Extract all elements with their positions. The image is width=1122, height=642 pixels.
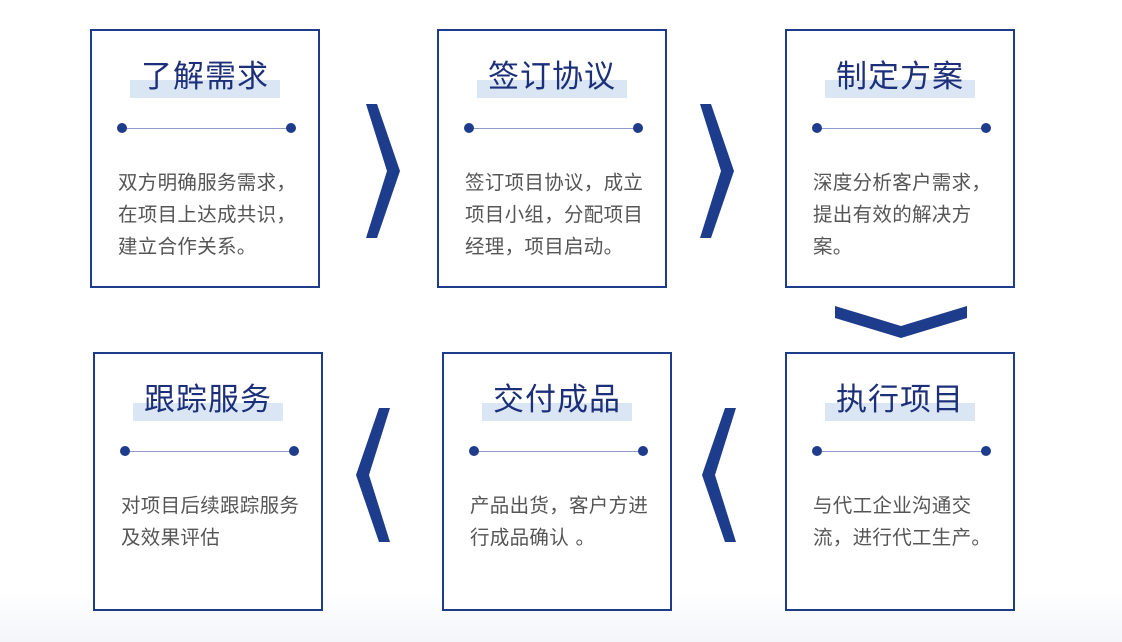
divider-dot-right [981, 446, 991, 456]
divider-dot-left [120, 446, 130, 456]
step-title: 签订协议 [488, 59, 616, 95]
step-title: 制定方案 [836, 59, 964, 95]
divider-line [125, 451, 295, 452]
step-description: 双方明确服务需求，在项目上达成共识，建立合作关系。 [118, 171, 297, 258]
step-description: 与代工企业沟通交流，进行代工生产。 [813, 494, 992, 549]
step-description: 产品出货，客户方进行成品确认 。 [470, 494, 649, 549]
divider-dot-left [812, 446, 822, 456]
chevron-right-icon [700, 104, 734, 238]
title-highlight [825, 403, 975, 421]
divider-line [817, 128, 987, 129]
step-title: 交付成品 [493, 382, 621, 418]
step-title-wrap: 执行项目 [787, 376, 1013, 424]
step-title-wrap: 签订协议 [439, 53, 665, 101]
chevron-left-icon [356, 408, 390, 542]
step-title: 跟踪服务 [144, 382, 272, 418]
divider-line [817, 451, 987, 452]
divider-dot-right [286, 123, 296, 133]
step-card-execute-project: 执行项目 与代工企业沟通交流，进行代工生产。 [785, 352, 1015, 611]
step-title-wrap: 跟踪服务 [95, 376, 321, 424]
step-title-wrap: 制定方案 [787, 53, 1013, 101]
step-card-understand-needs: 了解需求 双方明确服务需求，在项目上达成共识，建立合作关系。 [90, 29, 320, 288]
divider-dot-right [638, 446, 648, 456]
divider-line [122, 128, 292, 129]
step-card-make-plan: 制定方案 深度分析客户需求，提出有效的解决方案。 [785, 29, 1015, 288]
divider-line [469, 128, 639, 129]
step-card-sign-agreement: 签订协议 签订项目协议，成立项目小组，分配项目经理，项目启动。 [437, 29, 667, 288]
step-card-deliver-product: 交付成品 产品出货，客户方进行成品确认 。 [442, 352, 672, 611]
chevron-down-icon [835, 306, 967, 338]
step-card-track-service: 跟踪服务 对项目后续跟踪服务及效果评估 [93, 352, 323, 611]
title-highlight [825, 80, 975, 98]
chevron-left-icon [702, 408, 736, 542]
title-highlight [130, 80, 280, 98]
divider-dot-left [469, 446, 479, 456]
step-title-wrap: 了解需求 [92, 53, 318, 101]
step-description: 对项目后续跟踪服务及效果评估 [121, 494, 300, 549]
step-title: 了解需求 [141, 59, 269, 95]
step-description: 深度分析客户需求，提出有效的解决方案。 [813, 171, 992, 258]
title-highlight [482, 403, 632, 421]
chevron-right-icon [366, 104, 400, 238]
step-title: 执行项目 [836, 382, 964, 418]
divider-dot-left [812, 123, 822, 133]
title-highlight [477, 80, 627, 98]
step-description: 签订项目协议，成立项目小组，分配项目经理，项目启动。 [465, 171, 644, 258]
divider-dot-right [981, 123, 991, 133]
title-highlight [133, 403, 283, 421]
step-title-wrap: 交付成品 [444, 376, 670, 424]
divider-dot-right [289, 446, 299, 456]
divider-dot-left [117, 123, 127, 133]
divider-dot-right [633, 123, 643, 133]
divider-line [474, 451, 644, 452]
divider-dot-left [464, 123, 474, 133]
